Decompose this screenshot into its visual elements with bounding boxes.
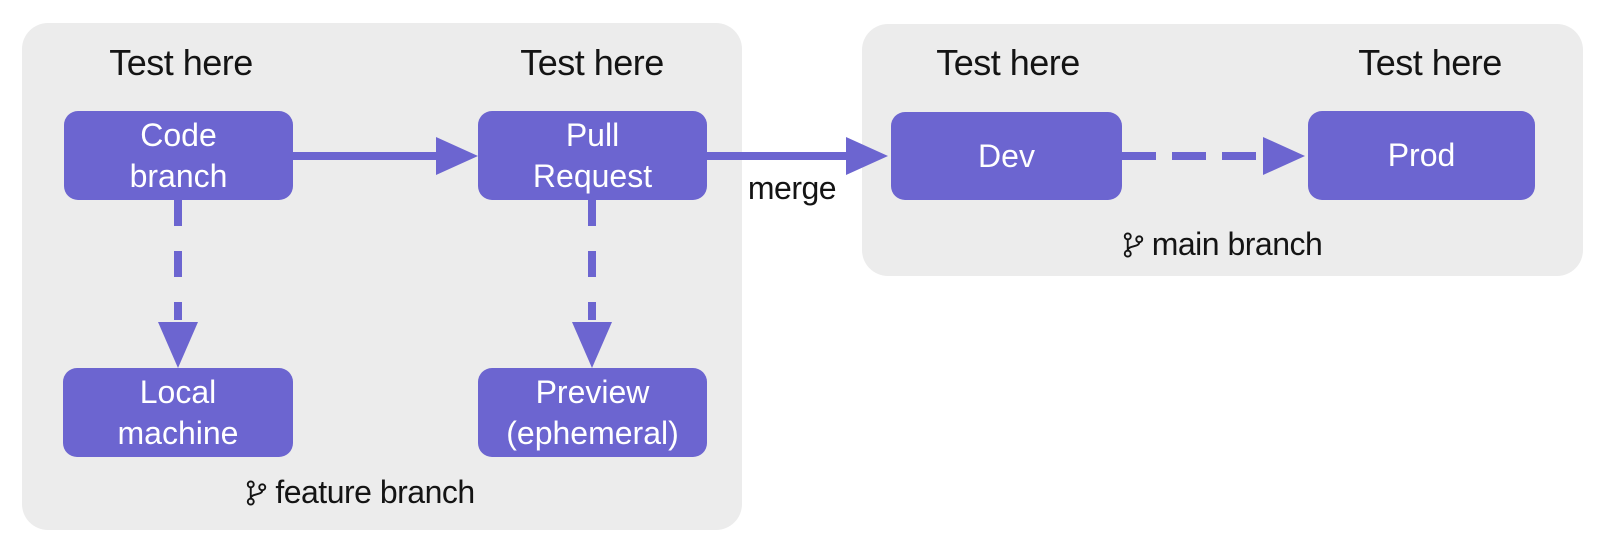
arrow-pr-to-preview-head: [572, 322, 612, 368]
main-branch-label-text: main branch: [1151, 226, 1323, 262]
preview-node: Preview (ephemeral): [478, 368, 707, 457]
test-here-label-prod: Test here: [1358, 42, 1502, 83]
arrow-pr-to-dev-line: [707, 152, 848, 160]
code-branch-node: Code branch: [64, 111, 293, 200]
git-branch-icon: [247, 479, 267, 506]
test-here-label-pull-request: Test here: [520, 42, 664, 83]
main-branch-label: main branch: [1092, 226, 1352, 263]
dev-node: Dev: [891, 112, 1122, 200]
arrow-pr-to-dev-head: [846, 137, 888, 175]
arrow-dev-to-prod-head: [1263, 137, 1305, 175]
git-branch-icon: [1123, 231, 1143, 258]
prod-node: Prod: [1308, 111, 1535, 200]
arrow-code-to-pr-head: [436, 137, 478, 175]
feature-branch-label-text: feature branch: [275, 474, 475, 510]
merge-label: merge: [747, 170, 837, 206]
arrow-code-to-local-line: [174, 200, 182, 320]
pull-request-node: Pull Request: [478, 111, 707, 200]
arrow-code-to-local-head: [158, 322, 198, 368]
arrow-dev-to-prod-line: [1122, 152, 1258, 160]
local-machine-node: Local machine: [63, 368, 293, 457]
feature-branch-label: feature branch: [230, 474, 490, 511]
arrow-pr-to-preview-line: [588, 200, 596, 320]
test-here-label-code-branch: Test here: [109, 42, 253, 83]
test-here-label-dev: Test here: [936, 42, 1080, 83]
arrow-code-to-pr-line: [293, 152, 438, 160]
